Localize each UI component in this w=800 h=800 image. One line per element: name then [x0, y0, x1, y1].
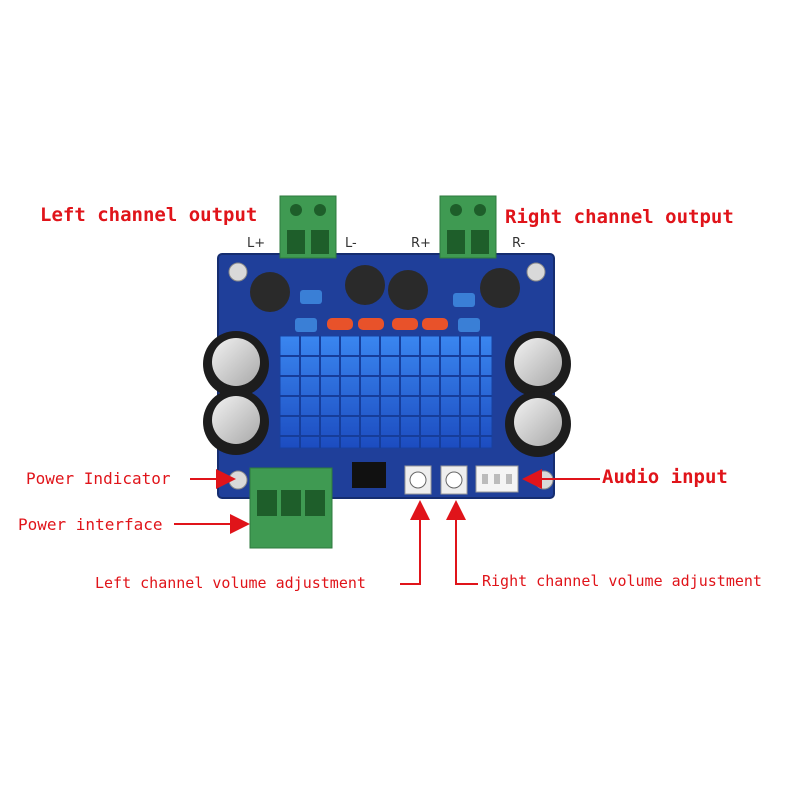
right-volume-label: Right channel volume adjustment	[482, 572, 762, 590]
orange-cap-1	[327, 318, 353, 330]
blue-cap-3	[453, 293, 475, 307]
terminal-r-plus-label: R+	[411, 236, 431, 251]
mount-hole-tr	[526, 262, 546, 282]
right-output-terminal	[439, 195, 497, 259]
audio-input-label: Audio input	[602, 466, 728, 488]
arrow-left-volume	[400, 500, 430, 585]
blue-cap-4	[458, 318, 480, 332]
inductor-4	[480, 268, 520, 308]
terminal-r-minus-label: R-	[512, 236, 526, 251]
blue-cap-1	[300, 290, 322, 304]
left-output-label: Left channel output	[40, 204, 258, 226]
left-volume-pot	[404, 465, 432, 495]
right-output-label: Right channel output	[505, 206, 734, 228]
terminal-l-plus-label: L+	[247, 236, 266, 251]
audio-input-connector	[475, 465, 519, 493]
blue-cap-2	[295, 318, 317, 332]
capacitor-br	[505, 391, 571, 457]
inductor-2	[345, 265, 385, 305]
regulator-chip	[352, 462, 386, 488]
right-volume-pot	[440, 465, 468, 495]
inductor-3	[388, 270, 428, 310]
power-indicator-label: Power Indicator	[26, 469, 171, 488]
orange-cap-3	[392, 318, 418, 330]
power-interface-label: Power interface	[18, 515, 163, 534]
mount-hole-tl	[228, 262, 248, 282]
orange-cap-2	[358, 318, 384, 330]
capacitor-bl	[203, 389, 269, 455]
heatsink	[279, 335, 493, 449]
left-volume-label: Left channel volume adjustment	[95, 574, 366, 592]
capacitor-tl	[203, 331, 269, 397]
terminal-l-minus-label: L-	[345, 236, 357, 251]
orange-cap-4	[422, 318, 448, 330]
power-terminal	[249, 467, 333, 549]
left-output-terminal	[279, 195, 337, 259]
capacitor-tr	[505, 331, 571, 397]
arrow-right-volume	[446, 500, 478, 585]
inductor-1	[250, 272, 290, 312]
